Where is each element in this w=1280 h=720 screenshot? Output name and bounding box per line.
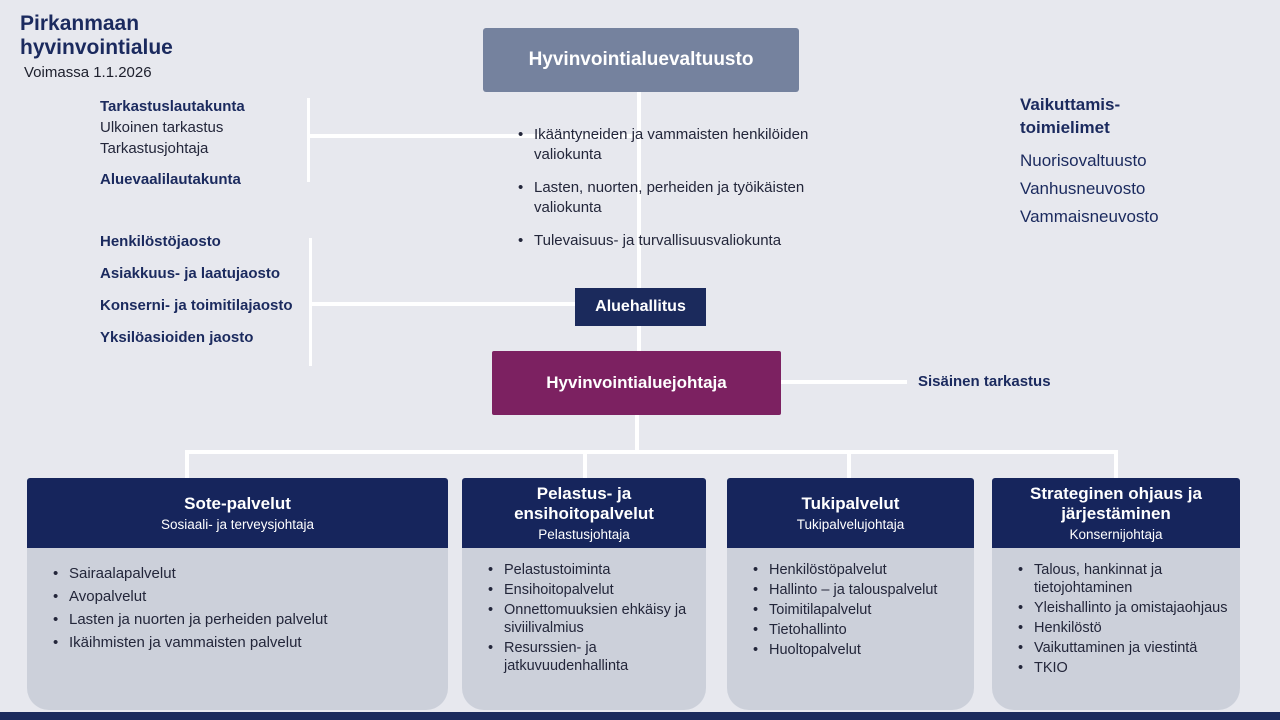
list-item: Talous, hankinnat ja tietojohtaminen bbox=[1018, 561, 1230, 597]
board-box: Aluehallitus bbox=[575, 288, 706, 326]
connector-board-to-director bbox=[637, 324, 641, 353]
list-item: Aluevaalilautakunta bbox=[100, 171, 241, 188]
influence-title-line2: toimielimet bbox=[1020, 118, 1110, 137]
list-item: Toimitilapalvelut bbox=[753, 601, 964, 619]
connector-divisions-horizontal bbox=[311, 302, 577, 306]
list-item: Tarkastusjohtaja bbox=[100, 140, 209, 157]
connector-drop-card2 bbox=[583, 450, 587, 480]
connector-cards-horizontal bbox=[185, 450, 1118, 454]
list-item: Vaikuttaminen ja viestintä bbox=[1018, 639, 1230, 657]
list-item: Henkilöstöjaosto bbox=[100, 233, 221, 250]
divisions-group: Henkilöstöjaosto Asiakkuus- ja laatujaos… bbox=[100, 231, 318, 359]
card-subtitle: Konsernijohtaja bbox=[1069, 527, 1163, 542]
list-item: Vanhusneuvosto bbox=[1020, 179, 1146, 198]
list-item: Resurssien- ja jatkuvuudenhallinta bbox=[488, 639, 696, 675]
list-item: Asiakkuus- ja laatujaosto bbox=[100, 265, 281, 282]
card-title: Strateginen ohjaus ja järjestäminen bbox=[1030, 484, 1202, 523]
card-header: Pelastus- ja ensihoitopalvelut Pelastusj… bbox=[462, 478, 706, 548]
list-item: Hallinto – ja talouspalvelut bbox=[753, 581, 964, 599]
bottom-accent-bar bbox=[0, 712, 1280, 720]
card-title: Pelastus- ja ensihoitopalvelut bbox=[514, 484, 654, 523]
card-header: Tukipalvelut Tukipalvelujohtaja bbox=[727, 478, 974, 548]
card-strateginen-ohjaus: Strateginen ohjaus ja järjestäminen Kons… bbox=[992, 478, 1240, 710]
list-item: Nuorisovaltuusto bbox=[1020, 151, 1147, 170]
connector-director-down bbox=[635, 414, 639, 452]
connector-audit-horizontal bbox=[309, 134, 639, 138]
list-item: Avopalvelut bbox=[53, 587, 438, 606]
list-item: Yleishallinto ja omistajaohjaus bbox=[1018, 599, 1230, 617]
list-item: Lasten ja nuorten ja perheiden palvelut bbox=[53, 610, 438, 629]
committees-list: Ikääntyneiden ja vammaisten henkilöiden … bbox=[516, 125, 868, 264]
validity-date: Voimassa 1.1.2026 bbox=[24, 64, 152, 81]
card-title: Sote-palvelut bbox=[184, 494, 291, 513]
list-item: Tulevaisuus- ja turvallisuusvaliokunta bbox=[516, 231, 868, 251]
influence-title-line1: Vaikuttamis- bbox=[1020, 95, 1121, 114]
list-item: Tietohallinto bbox=[753, 621, 964, 639]
influence-items: Nuorisovaltuusto Vanhusneuvosto Vammaisn… bbox=[1020, 147, 1159, 231]
audit-bodies-group: Tarkastuslautakunta Ulkoinen tarkastus T… bbox=[100, 96, 245, 190]
list-item: TKIO bbox=[1018, 659, 1230, 677]
logo-line1: Pirkanmaan bbox=[20, 12, 140, 35]
connector-drop-card1 bbox=[185, 450, 189, 480]
list-item: Yksilöasioiden jaosto bbox=[100, 329, 254, 346]
card-items: Henkilöstöpalvelut Hallinto – ja talousp… bbox=[727, 548, 974, 710]
list-item: Konserni- ja toimitilajaosto bbox=[100, 297, 293, 314]
list-item: Ikäihmisten ja vammaisten palvelut bbox=[53, 633, 438, 652]
card-items: Pelastustoiminta Ensihoitopalvelut Onnet… bbox=[462, 548, 706, 710]
list-item: Tarkastuslautakunta bbox=[100, 98, 245, 115]
card-items: Talous, hankinnat ja tietojohtaminen Yle… bbox=[992, 548, 1240, 710]
card-items: Sairaalapalvelut Avopalvelut Lasten ja n… bbox=[27, 548, 448, 710]
influence-title: Vaikuttamis- toimielimet bbox=[1020, 93, 1159, 139]
list-item: Henkilöstöpalvelut bbox=[753, 561, 964, 579]
list-item: Huoltopalvelut bbox=[753, 641, 964, 659]
director-box: Hyvinvointialuejohtaja bbox=[492, 351, 781, 415]
card-header: Sote-palvelut Sosiaali- ja terveysjohtaj… bbox=[27, 478, 448, 548]
connector-drop-card4 bbox=[1114, 450, 1118, 480]
list-item: Ensihoitopalvelut bbox=[488, 581, 696, 599]
card-pelastus-ensihoito: Pelastus- ja ensihoitopalvelut Pelastusj… bbox=[462, 478, 706, 710]
card-subtitle: Sosiaali- ja terveysjohtaja bbox=[160, 517, 315, 532]
card-title: Tukipalvelut bbox=[801, 494, 900, 513]
logo-line2: hyvinvointialue bbox=[20, 35, 173, 59]
internal-audit-label: Sisäinen tarkastus bbox=[918, 373, 1051, 390]
card-subtitle: Pelastusjohtaja bbox=[538, 527, 630, 542]
connector-audit-vertical bbox=[307, 98, 310, 182]
list-item: Sairaalapalvelut bbox=[53, 564, 438, 583]
influence-bodies-group: Vaikuttamis- toimielimet Nuorisovaltuust… bbox=[1020, 93, 1159, 231]
list-item: Onnettomuuksien ehkäisy ja siviilivalmiu… bbox=[488, 601, 696, 637]
list-item: Lasten, nuorten, perheiden ja työikäiste… bbox=[516, 178, 868, 218]
card-subtitle: Tukipalvelujohtaja bbox=[796, 517, 905, 532]
logo: Pirkanmaan hyvinvointialue bbox=[20, 12, 173, 59]
card-tukipalvelut: Tukipalvelut Tukipalvelujohtaja Henkilös… bbox=[727, 478, 974, 710]
card-header: Strateginen ohjaus ja järjestäminen Kons… bbox=[992, 478, 1240, 548]
list-item: Ulkoinen tarkastus bbox=[100, 119, 224, 136]
list-item: Ikääntyneiden ja vammaisten henkilöiden … bbox=[516, 125, 868, 165]
list-item: Vammaisneuvosto bbox=[1020, 207, 1159, 226]
council-box: Hyvinvointialuevaltuusto bbox=[483, 28, 799, 92]
card-sote-palvelut: Sote-palvelut Sosiaali- ja terveysjohtaj… bbox=[27, 478, 448, 710]
connector-divisions-vertical bbox=[309, 238, 312, 366]
connector-director-to-audit bbox=[779, 380, 907, 384]
list-item: Henkilöstö bbox=[1018, 619, 1230, 637]
connector-drop-card3 bbox=[847, 450, 851, 480]
list-item: Pelastustoiminta bbox=[488, 561, 696, 579]
